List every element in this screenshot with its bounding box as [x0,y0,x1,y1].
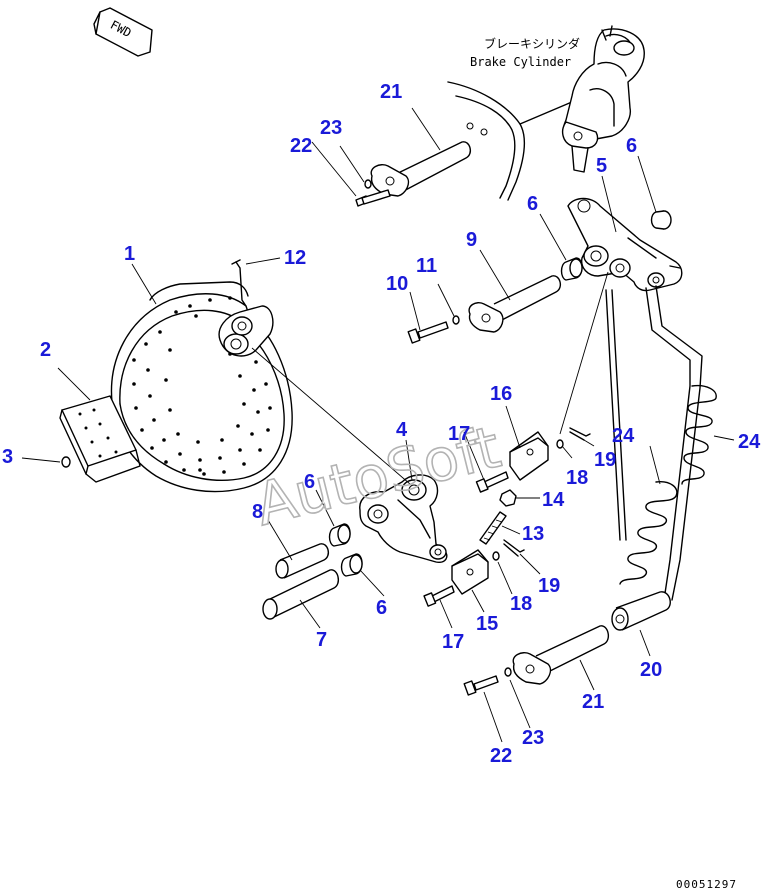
rivet-3 [61,456,71,468]
callout-24-b: 24 [738,431,761,453]
callout-10: 10 [386,273,408,295]
callout-12: 12 [284,247,306,269]
pin-21-lower [512,625,610,685]
callout-5: 5 [596,155,607,177]
brake-cylinder [561,25,645,173]
callout-6-b: 6 [527,193,538,215]
cotter-19-lower [503,539,525,557]
nut-14 [499,489,517,507]
caption-en: Brake Cylinder [470,55,571,69]
callout-23-b: 23 [522,727,544,749]
block-16 [509,431,549,481]
bolt-22-lower [463,675,499,696]
pin-21-upper [370,141,472,197]
spring-24-left [619,481,678,585]
callout-22-b: 22 [490,745,512,767]
bolt-17-lower [423,585,455,607]
callout-19-b: 19 [538,575,560,597]
callout-7: 7 [316,629,327,651]
spring-24-right [681,384,717,485]
callout-17-a: 17 [448,423,470,445]
caption-jp: ブレーキシリンダ [484,36,580,51]
callout-24-a: 24 [612,425,635,447]
brake-band-1 [110,281,293,493]
lever-4 [359,474,448,564]
callout-6-c: 6 [304,471,315,493]
pin-7 [262,569,340,620]
callout-21-b: 21 [582,691,604,713]
callout-11: 11 [416,255,437,277]
clip-12 [231,259,247,307]
washer-18-lower [492,551,500,561]
bolt-22-upper [355,189,391,207]
callout-17-b: 17 [442,631,464,653]
callout-21-a: 21 [380,81,402,103]
washer-11 [452,315,460,325]
callout-14: 14 [542,489,565,511]
callout-18-b: 18 [510,593,532,615]
callout-23-a: 23 [320,117,342,139]
callout-19-a: 19 [594,449,616,471]
bolt-17-upper [475,471,509,493]
lining-2 [59,395,141,483]
callout-8: 8 [252,501,263,523]
block-15 [451,549,489,595]
cotter-19-upper [569,427,591,441]
callout-1: 1 [124,243,135,265]
callout-6-d: 6 [376,597,387,619]
drawing-code: 00051297 [676,878,737,891]
washer-23-upper [364,179,372,189]
pin-8 [275,543,330,579]
callout-20: 20 [640,659,662,681]
washer-23-lower [504,667,512,677]
bolt-10 [407,321,449,344]
bushing-6-lower-b [340,553,363,577]
callout-16: 16 [490,383,512,405]
callout-4: 4 [396,419,408,441]
callout-22-a: 22 [290,135,312,157]
washer-18-upper [556,439,564,449]
spring-link [605,289,627,541]
bushing-6-lower-a [328,523,351,547]
callout-15: 15 [476,613,498,635]
leader-lines [21,107,735,743]
rod-13 [479,511,507,545]
fwd-direction-arrow: FWD [93,7,153,57]
bushing-6-upper [650,210,672,230]
callout-labels: 1 2 3 4 5 6 6 6 6 7 8 9 10 11 12 13 14 1… [2,81,761,767]
pin-9 [468,275,562,333]
callout-9: 9 [466,229,477,251]
callout-13: 13 [522,523,544,545]
callout-18-a: 18 [566,467,588,489]
callout-2: 2 [40,339,51,361]
clevis-20 [611,591,671,631]
pull-rod [645,285,703,601]
bushing-6-mid [560,257,583,281]
callout-3: 3 [2,446,13,468]
callout-6-a: 6 [626,135,637,157]
